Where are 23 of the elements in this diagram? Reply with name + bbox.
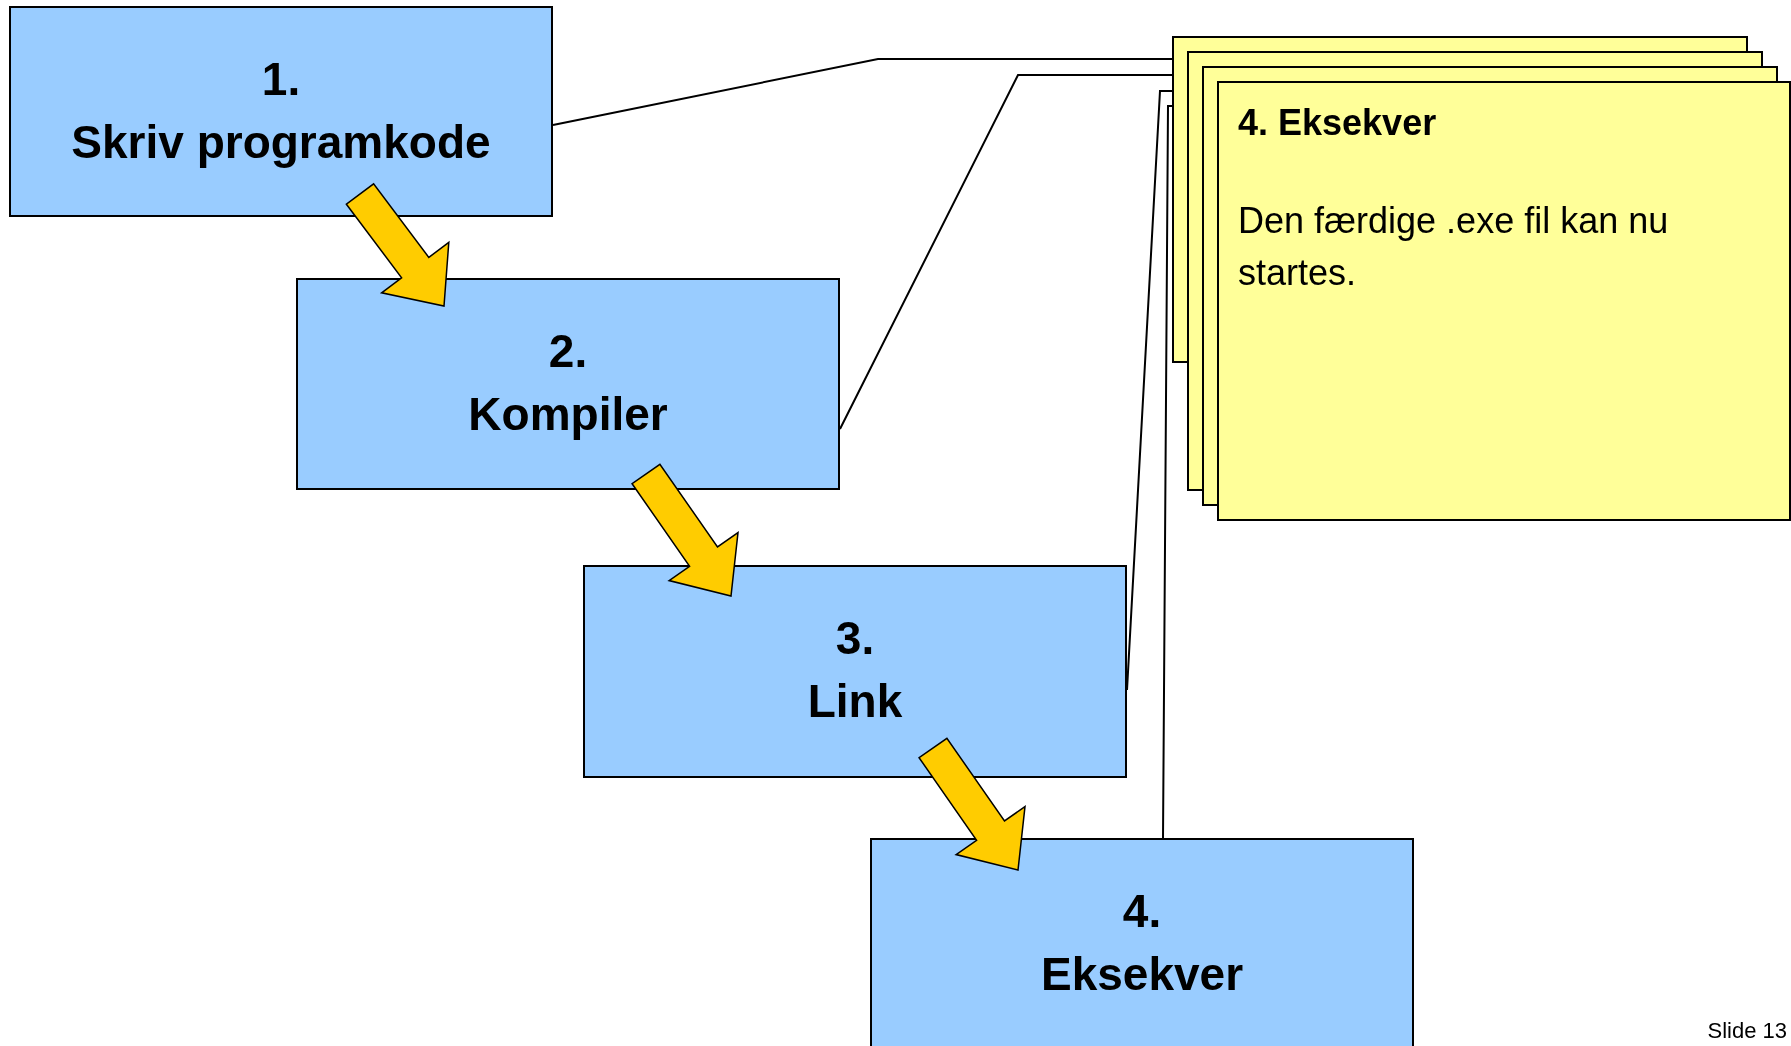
note-card-stack <box>1172 36 1791 521</box>
note-text: Den færdige .exe fil kan nu startes. <box>1238 199 1670 295</box>
slide-number: Slide 13 <box>1707 1018 1787 1044</box>
step-number: 1. <box>261 52 301 107</box>
block-arrow <box>631 463 739 597</box>
process-box <box>583 565 1127 778</box>
process-box <box>9 6 553 217</box>
step-title: Eksekver <box>1040 947 1244 1002</box>
step-number: 2. <box>548 324 588 379</box>
step-title: Link <box>807 674 903 729</box>
step-title: Kompiler <box>468 387 668 442</box>
leader-line <box>1162 105 1173 839</box>
leader-line <box>839 74 1173 430</box>
step-title: Skriv programkode <box>71 115 491 170</box>
process-box <box>870 838 1414 1046</box>
leader-line <box>552 58 1173 126</box>
step-number: 3. <box>835 611 875 666</box>
leader-line <box>1126 90 1173 691</box>
note-heading: 4. Eksekver <box>1238 101 1438 145</box>
block-arrow <box>918 737 1026 871</box>
block-arrow <box>345 182 450 307</box>
process-box <box>296 278 840 490</box>
step-number: 4. <box>1122 884 1162 939</box>
